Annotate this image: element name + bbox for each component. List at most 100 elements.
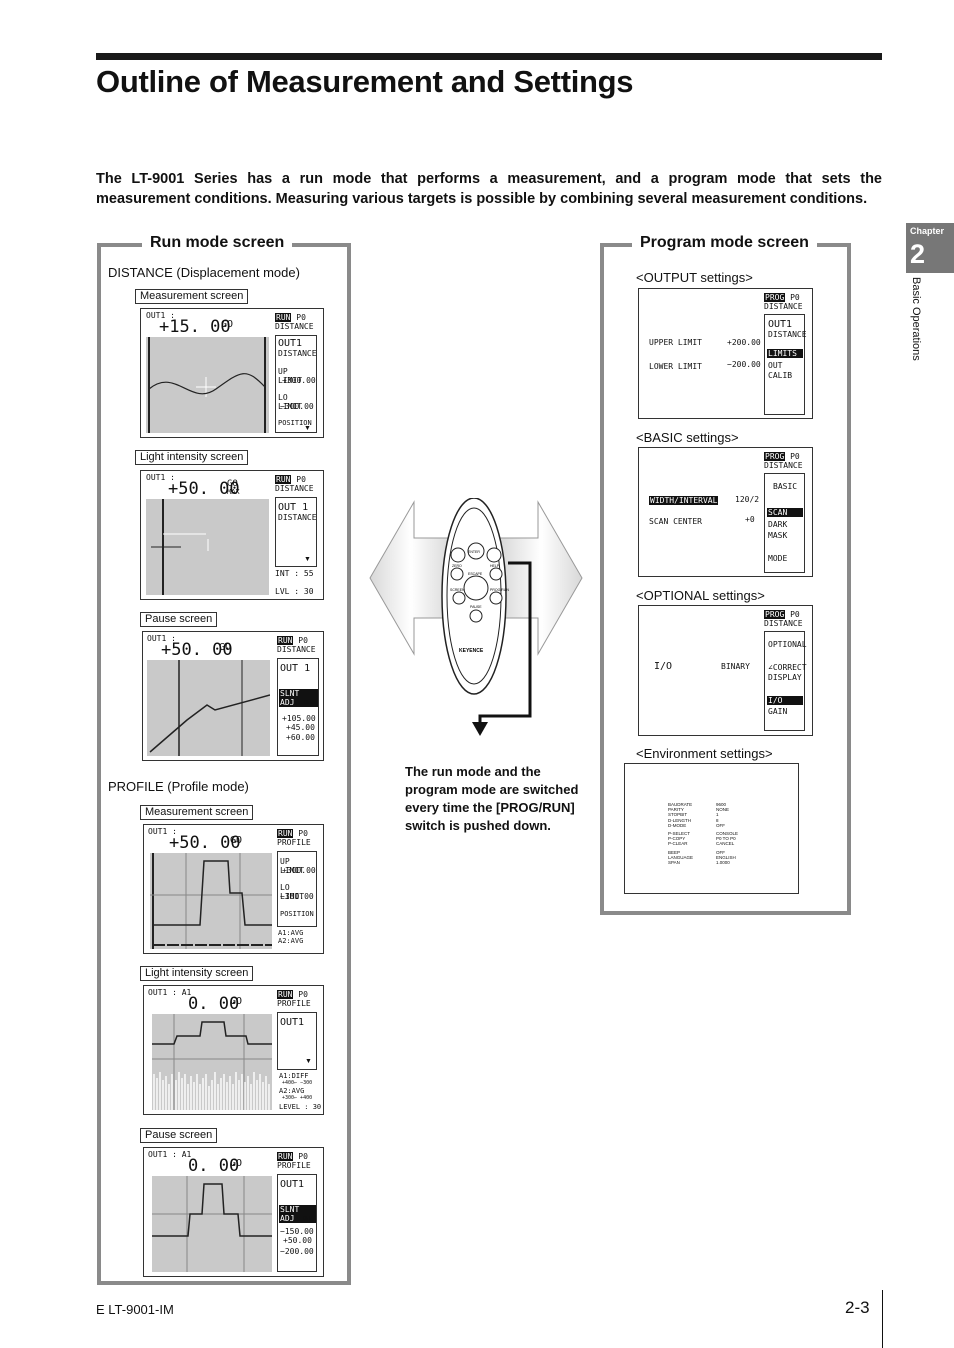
setting-name: BAUDRATE	[668, 802, 693, 807]
setting-value: 8	[716, 817, 719, 823]
position-label: POSITION	[278, 419, 312, 427]
menu-panel: OUT1 DISTANCE LIMITS OUT CALIB	[764, 314, 807, 415]
footer-rule	[882, 1290, 883, 1348]
judgment-status: GO	[221, 319, 234, 330]
setting-name: BEEP	[668, 849, 681, 855]
menu-item-gain: GAIN	[768, 707, 788, 716]
section-label: Basic Operations	[910, 277, 922, 361]
judgment-status: GO	[230, 835, 243, 846]
setting-name: SPAN	[668, 860, 680, 865]
menu-item-dark: DARK	[768, 520, 788, 529]
mode-switch-caption: The run mode and the program mode are sw…	[405, 764, 579, 833]
menu-panel: BASIC SCAN DARK MASK MODE	[764, 473, 805, 573]
environment-settings-label: <Environment settings>	[636, 746, 773, 761]
output-name: OUT 1	[280, 663, 311, 674]
program-number: P0	[296, 313, 306, 322]
lo-limit-label: LO LIMIT	[280, 883, 305, 901]
run-mode-title: Run mode screen	[142, 234, 293, 252]
panel-mode: DISTANCE	[768, 330, 807, 339]
measured-value: +15. 00	[159, 317, 231, 337]
output-settings-screen: PROG P0 DISTANCE UPPER LIMIT +200.00 LOW…	[638, 288, 813, 419]
prog-indicator: PROG	[764, 610, 786, 619]
setting-value: CONSOLE	[716, 831, 739, 836]
menu-panel: OPTIONAL ∠CORRECT DISPLAY I/O GAIN	[764, 631, 807, 731]
up-limit-value: +300.00	[282, 376, 316, 385]
pause-key-label: PAUSE	[470, 605, 482, 609]
setting-name: P-CLEAR	[668, 841, 688, 847]
a2-label: A2:AVG	[279, 1087, 305, 1095]
run-indicator: RUN	[277, 636, 294, 645]
program-number: P0	[790, 452, 800, 461]
menu-item-display: DISPLAY	[768, 673, 802, 682]
prog-indicator: PROG	[764, 293, 786, 302]
measured-value: +50. 00	[168, 479, 240, 499]
measured-value: +50. 00	[161, 640, 233, 660]
setting-value: 1	[716, 812, 719, 818]
basic-settings-screen: PROG P0 DISTANCE WIDTH/INTERVAL 120/2 SC…	[638, 447, 813, 577]
program-number: P0	[298, 990, 308, 999]
setting-name: P-SELECT	[668, 831, 691, 836]
intensity-svg	[151, 499, 209, 595]
setting-value: OFF	[716, 822, 725, 828]
output-name: OUT1	[768, 319, 793, 330]
side-panel: UP LIMIT +300.00 LO LIMIT −300.00 POSITI…	[277, 851, 317, 927]
off-value: OFF	[303, 1216, 313, 1222]
down-arrow-icon: ▼	[305, 1058, 312, 1065]
profile-graph	[150, 853, 272, 949]
down-arrow-icon	[478, 561, 532, 728]
a1-range: +400← −300	[282, 1080, 313, 1086]
io-label: I/O	[654, 661, 673, 672]
setting-name: PARITY	[668, 807, 684, 813]
setting-name: D-LENGTH	[668, 817, 692, 823]
escape-key-label: ESCAPE	[468, 572, 483, 576]
lo-limit-value: −300.00	[280, 892, 314, 901]
setting-name: STOPBIT	[668, 812, 688, 818]
out-label: OUT1 :	[147, 634, 176, 643]
output-name: OUT1	[280, 1017, 305, 1028]
mode-label: DISTANCE	[764, 619, 803, 628]
mode-label: DISTANCE	[277, 645, 316, 654]
program-number: P0	[790, 610, 800, 619]
screen-tag: Measurement screen	[135, 289, 249, 304]
pause-graph	[147, 660, 271, 756]
chapter-label: Chapter	[910, 226, 945, 236]
run-indicator: RUN	[275, 475, 292, 484]
side-panel: OUT1 ▼	[277, 1012, 317, 1070]
lo-limit-label: LO LIMIT	[278, 393, 303, 411]
max-label: MAX	[227, 488, 240, 496]
judgment-status: GO	[227, 479, 238, 489]
menu-item-scan: SCAN	[767, 508, 803, 517]
document-id: E LT-9001-IM	[96, 1302, 174, 1317]
pause-value-2: +50.00	[283, 1236, 312, 1245]
pause-value-3: −200.00	[280, 1247, 314, 1256]
screen-tag: Pause screen	[140, 612, 218, 627]
mode-label: DISTANCE	[764, 302, 803, 311]
position-label: POSITION	[280, 910, 314, 918]
out-label: OUT1 :	[146, 311, 175, 320]
arrow-head-icon	[472, 722, 488, 736]
a2-range: +300← +400	[282, 1095, 313, 1101]
distance-mode-label: DISTANCE (Displacement mode)	[108, 265, 300, 280]
lower-limit-label: LOWER LIMIT	[649, 362, 702, 371]
measured-value: 0. 00	[188, 994, 240, 1014]
run-indicator: RUN	[277, 990, 294, 999]
setting-value: CANCEL	[716, 841, 735, 847]
chapter-number: 2	[910, 239, 926, 269]
setting-value: ENGLISH	[716, 854, 736, 860]
up-limit-value: +300.00	[282, 866, 316, 875]
down-arrow-icon: ▼	[304, 556, 311, 563]
output-name: OUT 1	[278, 502, 309, 513]
program-number: P0	[790, 293, 800, 302]
menu-item-mode: MODE	[768, 554, 788, 563]
program-number: P0	[298, 1152, 308, 1161]
lower-limit-value: −200.00	[727, 360, 761, 369]
output-name: OUT1	[278, 338, 303, 349]
mode-switch-illustration: ENTER ZERO HELP ESCAPE PROG/RUN SCREEN P…	[369, 498, 583, 736]
pause-value-2: +45.00	[286, 723, 315, 732]
program-number: P0	[298, 636, 308, 645]
run-indicator: RUN	[277, 829, 294, 838]
waveform-svg	[148, 337, 266, 433]
program-mode-title: Program mode screen	[632, 234, 817, 252]
io-value: BINARY	[721, 662, 750, 671]
